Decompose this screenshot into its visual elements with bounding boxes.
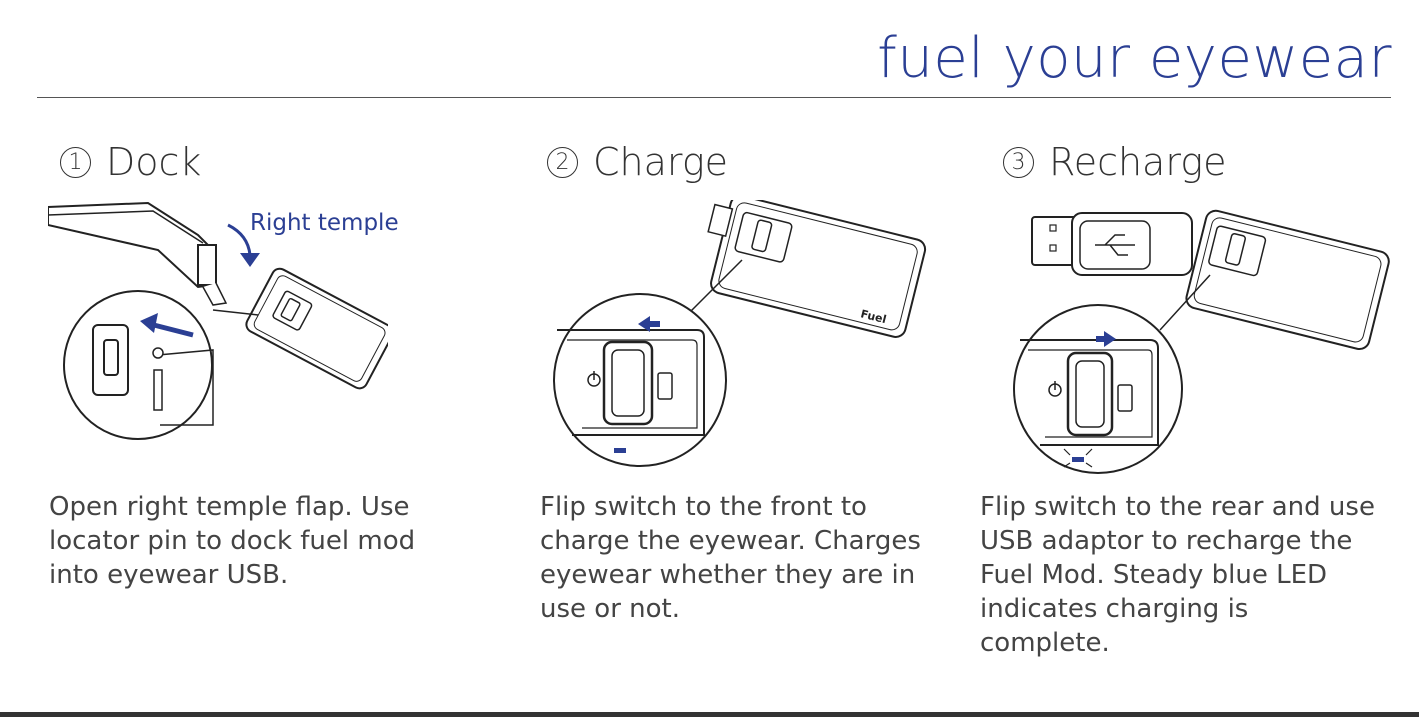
- battery-icon: [657, 372, 673, 400]
- usb-symbol-icon: [1095, 234, 1135, 256]
- title-divider: [37, 97, 1391, 98]
- fuel-mod-device: [1185, 209, 1390, 351]
- fuel-brand-label: Fuel: [859, 307, 887, 326]
- battery-icon: [1117, 384, 1133, 412]
- step-1-description: Open right temple flap. Use locator pin …: [49, 492, 416, 590]
- step-3-heading: 3 Recharge: [1003, 140, 1226, 184]
- curved-arrow-icon: [227, 223, 252, 256]
- step-3-title: Recharge: [1049, 140, 1227, 184]
- fuel-mod-device: Fuel: [707, 200, 927, 338]
- step-2-title: Charge: [593, 140, 729, 184]
- step-2-heading: 2 Charge: [547, 140, 728, 184]
- step-1-title: Dock: [106, 140, 202, 184]
- eyewear-temple: [48, 201, 214, 289]
- led-indicator: [614, 448, 626, 453]
- step-2-description: Flip switch to the front to charge the e…: [540, 492, 921, 624]
- step-3-number: 3: [1003, 146, 1034, 178]
- right-temple-callout: Right temple: [250, 210, 399, 236]
- charge-illustration: Fuel: [553, 200, 927, 467]
- dock-illustration: [48, 201, 388, 440]
- step-3-description: Flip switch to the rear and use USB adap…: [980, 492, 1375, 658]
- recharge-illustration: [1013, 209, 1390, 474]
- step-2-number: 2: [547, 146, 578, 178]
- step-1-heading: 1 Dock: [60, 140, 201, 184]
- footer-bar: [0, 712, 1419, 717]
- fuel-mod-device: [245, 267, 388, 390]
- dock-detail-circle: [63, 290, 213, 440]
- led-indicator: [1072, 457, 1084, 462]
- step-1-number: 1: [60, 146, 91, 178]
- page-title: fuel your eyewear: [877, 26, 1392, 91]
